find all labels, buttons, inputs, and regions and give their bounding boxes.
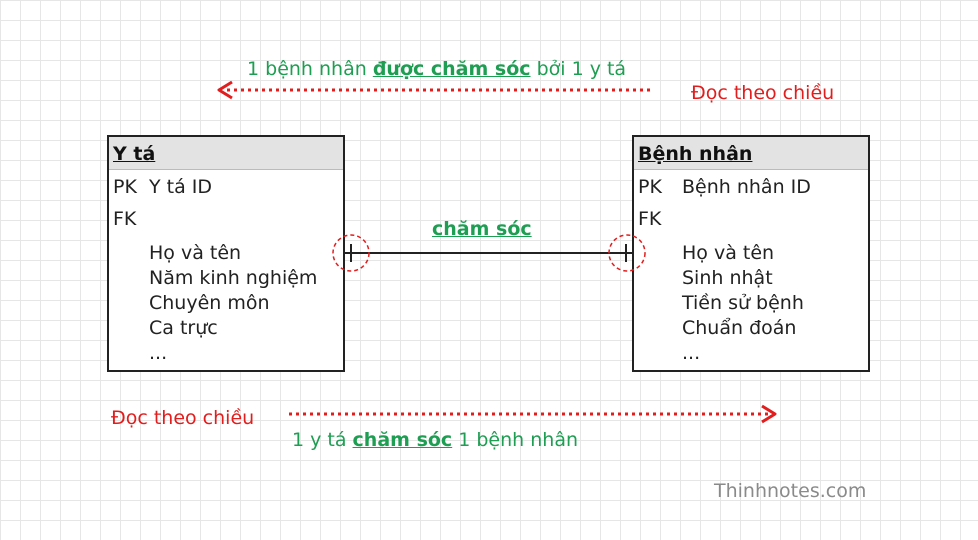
entity-patient[interactable]: Bệnh nhân PK Bệnh nhân ID FK Họ và tên S…: [632, 135, 870, 372]
entity-patient-title: Bệnh nhân: [634, 137, 868, 170]
patient-cardinality-highlight: [608, 234, 646, 272]
patient-attribute: Sinh nhật: [682, 267, 773, 289]
nurse-attribute: Ca trực: [149, 317, 218, 339]
nurse-pk-label: PK: [113, 176, 137, 198]
patient-attributes: Họ và tên Sinh nhật Tiền sử bệnh Chuẩn đ…: [682, 241, 804, 366]
bottom-note-verb: chăm sóc: [352, 429, 453, 451]
top-note: 1 bệnh nhân được chăm sóc bởi 1 y tá: [247, 58, 626, 80]
top-note-before: 1 bệnh nhân: [247, 58, 373, 80]
nurse-fk-label: FK: [113, 208, 137, 230]
bottom-arrow-head: [761, 404, 777, 424]
patient-fk-label: FK: [638, 208, 662, 230]
entity-nurse[interactable]: Y tá PK Y tá ID FK Họ và tên Năm kinh ng…: [107, 135, 345, 372]
nurse-attribute: ...: [149, 342, 168, 364]
patient-attribute: ...: [682, 342, 701, 364]
nurse-attributes: Họ và tên Năm kinh nghiệm Chuyên môn Ca …: [149, 241, 317, 366]
patient-attribute: Họ và tên: [682, 242, 775, 264]
nurse-attribute: Chuyên môn: [149, 292, 270, 314]
top-note-after: bởi 1 y tá: [530, 58, 627, 80]
bottom-note-before: 1 y tá: [292, 429, 353, 451]
relationship-label: chăm sóc: [432, 218, 532, 240]
patient-pk-field: Bệnh nhân ID: [682, 176, 811, 198]
top-arrow-head: [217, 80, 233, 100]
watermark: Thinhnotes.com: [714, 480, 867, 502]
patient-attribute: Chuẩn đoán: [682, 317, 797, 339]
entity-nurse-title: Y tá: [109, 137, 343, 170]
bottom-note-after: 1 bệnh nhân: [452, 429, 579, 451]
nurse-attribute: Họ và tên: [149, 242, 242, 264]
top-direction-label: Đọc theo chiều: [691, 82, 835, 104]
top-note-verb: được chăm sóc: [372, 58, 531, 80]
nurse-attribute: Năm kinh nghiệm: [149, 267, 318, 289]
patient-attribute: Tiền sử bệnh: [682, 292, 804, 314]
bottom-note: 1 y tá chăm sóc 1 bệnh nhân: [292, 429, 578, 451]
patient-pk-label: PK: [638, 176, 662, 198]
nurse-pk-field: Y tá ID: [149, 176, 213, 198]
nurse-cardinality-highlight: [332, 234, 370, 272]
bottom-direction-label: Đọc theo chiều: [111, 407, 255, 429]
